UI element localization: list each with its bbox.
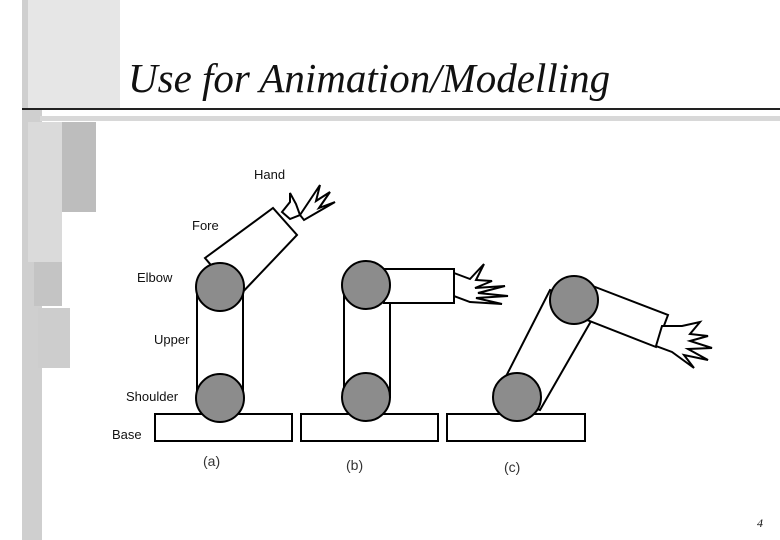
decor-block-top bbox=[28, 0, 120, 108]
arm-a bbox=[154, 184, 336, 442]
decor-block-bottom bbox=[38, 308, 70, 368]
title-divider-shadow bbox=[40, 116, 780, 121]
hand-a bbox=[280, 184, 336, 222]
title-divider bbox=[22, 108, 780, 110]
caption-c: (c) bbox=[504, 459, 520, 475]
page-number: 4 bbox=[757, 516, 763, 530]
label-upper: Upper bbox=[154, 332, 190, 347]
arm-b bbox=[300, 260, 509, 442]
label-elbow: Elbow bbox=[137, 270, 173, 285]
caption-a: (a) bbox=[203, 453, 220, 469]
label-base: Base bbox=[112, 427, 142, 442]
shoulder-joint-c bbox=[492, 372, 542, 422]
shoulder-joint-b bbox=[341, 372, 391, 422]
hand-c bbox=[654, 320, 713, 369]
forearm-b bbox=[383, 268, 455, 304]
decor-block-low bbox=[34, 262, 62, 306]
label-shoulder: Shoulder bbox=[126, 389, 179, 404]
decor-block-tall bbox=[28, 122, 62, 262]
arm-c bbox=[446, 275, 713, 442]
elbow-joint-b bbox=[341, 260, 391, 310]
caption-b: (b) bbox=[346, 457, 363, 473]
elbow-joint-a bbox=[195, 262, 245, 312]
slide-title: Use for Animation/Modelling bbox=[128, 55, 611, 101]
shoulder-joint-a bbox=[195, 373, 245, 423]
label-hand: Hand bbox=[254, 167, 285, 182]
elbow-joint-c bbox=[549, 275, 599, 325]
label-fore: Fore bbox=[192, 218, 219, 233]
hand-b bbox=[453, 263, 509, 305]
